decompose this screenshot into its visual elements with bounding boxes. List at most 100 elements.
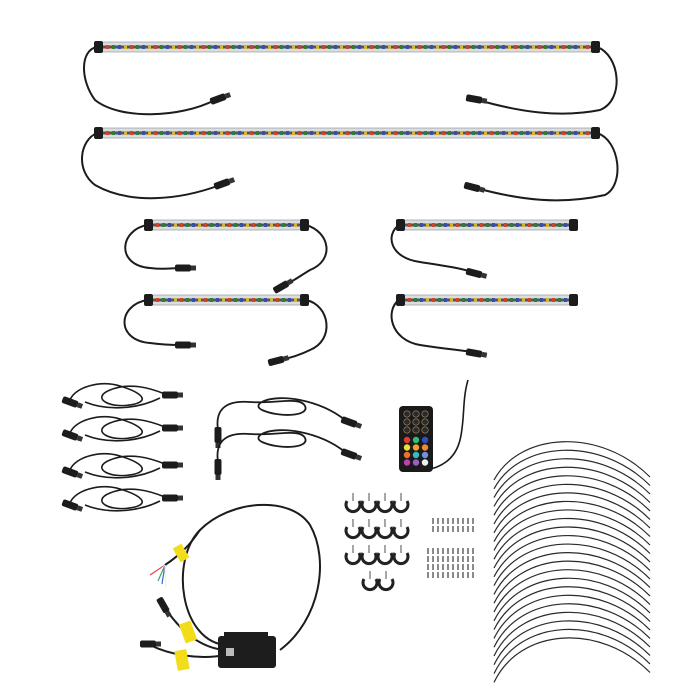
zip-tie	[493, 449, 651, 490]
strip-cable	[124, 224, 181, 270]
led-chip	[270, 298, 273, 302]
led-chip	[220, 45, 223, 49]
connector-body	[162, 424, 178, 432]
led-chip	[492, 298, 495, 302]
led-chip	[586, 131, 589, 135]
led-chip	[192, 223, 195, 227]
led-chip	[262, 45, 265, 49]
led-chip	[352, 131, 355, 135]
zip-tie	[493, 620, 651, 666]
led-chip	[544, 131, 547, 135]
led-chip	[112, 45, 115, 49]
zip-tie	[493, 458, 651, 498]
led-chip	[192, 298, 195, 302]
cable-connector	[162, 494, 183, 502]
connector-tip	[76, 505, 84, 512]
cable-connector	[214, 459, 222, 480]
strip-connector	[213, 177, 236, 190]
led-chip	[382, 131, 385, 135]
remote-function-button	[412, 418, 420, 426]
harness-wire	[164, 564, 167, 588]
harness-wire	[153, 564, 166, 579]
remote-function-button	[421, 410, 429, 418]
zip-tie	[493, 475, 651, 516]
led-chip	[480, 223, 483, 227]
harness-label-tag	[172, 543, 190, 563]
connector-body	[214, 459, 222, 475]
strip-connector	[209, 92, 232, 105]
remote-function-button	[403, 410, 411, 418]
led-chip	[400, 45, 403, 49]
led-chip	[352, 45, 355, 49]
connector-body	[162, 494, 178, 502]
strip-pcb	[152, 298, 301, 302]
led-chip	[442, 131, 445, 135]
led-chip	[118, 45, 121, 49]
led-chip	[456, 223, 459, 227]
led-chip	[106, 45, 109, 49]
coiled-cable	[84, 500, 161, 512]
cable-connector	[162, 391, 183, 399]
led-chip	[502, 131, 505, 135]
harness-label-tag	[178, 620, 198, 644]
led-chip	[486, 298, 489, 302]
connector-body	[175, 341, 191, 349]
led-chip	[258, 223, 261, 227]
led-chip	[540, 298, 543, 302]
led-chip	[234, 223, 237, 227]
coiled-cable	[84, 430, 161, 442]
led-chip	[340, 131, 343, 135]
controller-wiring-harness	[140, 504, 321, 671]
zip-tie	[493, 534, 651, 578]
connector-tip	[286, 278, 294, 286]
led-chip	[202, 131, 205, 135]
led-chip	[274, 45, 277, 49]
led-chip	[294, 223, 297, 227]
strip-end-cap	[300, 219, 309, 231]
extension-cable-coil	[61, 383, 183, 409]
strip-end-cap	[144, 294, 153, 306]
led-chip	[228, 223, 231, 227]
remote-color-button	[403, 444, 411, 451]
connector-tip	[76, 472, 84, 479]
led-chip	[160, 131, 163, 135]
connector-tip	[481, 351, 488, 358]
remote-function-button	[403, 418, 411, 426]
led-chip	[414, 298, 417, 302]
led-chip	[580, 45, 583, 49]
strip-end-cap	[569, 294, 578, 306]
clip	[361, 578, 379, 592]
led-chip	[400, 131, 403, 135]
connector-tip	[156, 641, 161, 647]
led-chip	[546, 298, 549, 302]
led-chip	[460, 131, 463, 135]
connector-body	[209, 93, 227, 105]
zip-tie	[493, 552, 651, 595]
led-chip	[226, 45, 229, 49]
led-chip	[196, 45, 199, 49]
led-chip	[250, 131, 253, 135]
led-chip	[526, 45, 529, 49]
led-chip	[340, 45, 343, 49]
connector-body	[140, 640, 156, 648]
led-chip	[408, 298, 411, 302]
harness-label-tag	[174, 649, 190, 671]
connector-body	[61, 499, 79, 511]
led-chip	[174, 298, 177, 302]
short-light-strip	[123, 294, 328, 361]
connector-tip	[224, 92, 232, 99]
led-chip	[208, 131, 211, 135]
long-light-strip	[81, 127, 619, 202]
led-chip	[162, 223, 165, 227]
led-chip	[394, 131, 397, 135]
strip-cable	[390, 299, 473, 353]
led-chip	[574, 131, 577, 135]
short-light-strip	[124, 219, 328, 286]
led-chip	[526, 131, 529, 135]
remote-color-button	[421, 451, 429, 459]
remote-color-button	[412, 451, 420, 459]
led-chip	[438, 298, 441, 302]
cable-connector	[162, 461, 183, 469]
strip-cable	[123, 299, 181, 346]
led-chip	[498, 298, 501, 302]
